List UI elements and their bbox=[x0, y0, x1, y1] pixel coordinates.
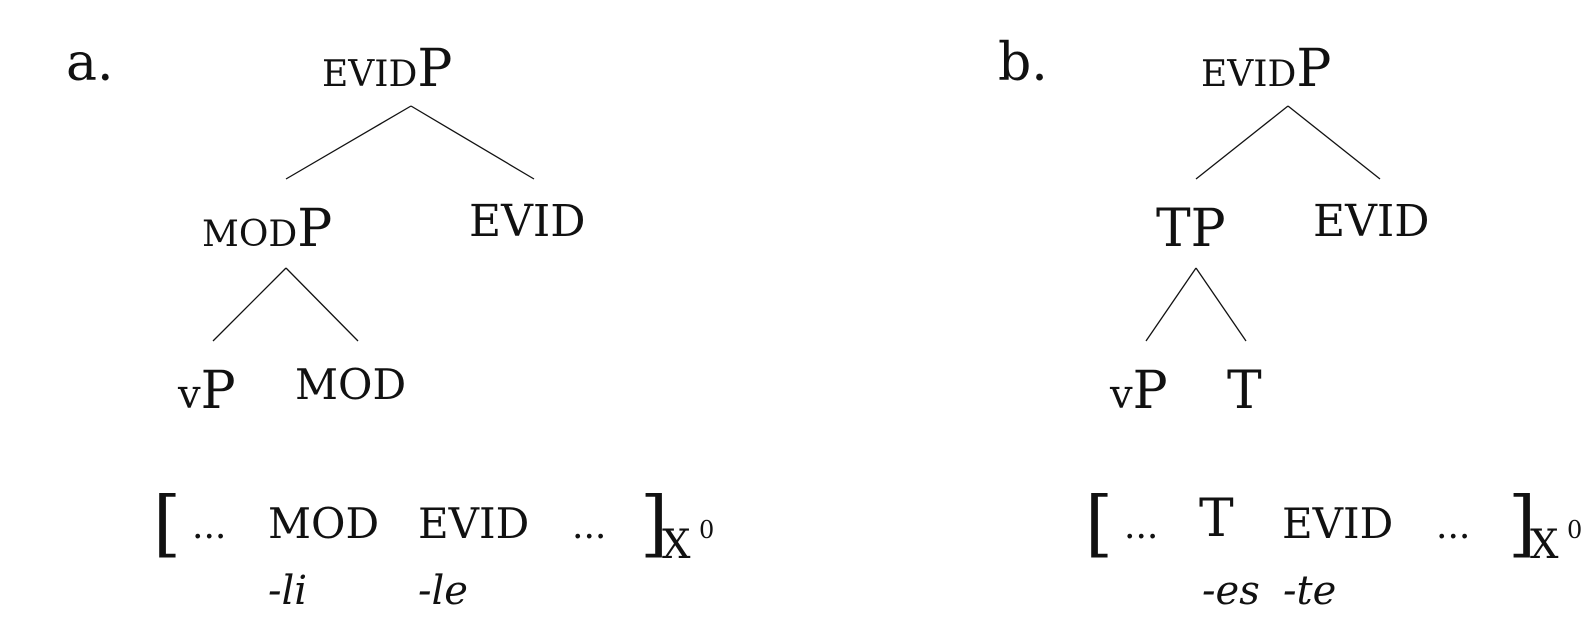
tree-a-edge-mod-right bbox=[285, 267, 359, 342]
tree-b-evid: EVID bbox=[1313, 196, 1430, 247]
tree-b-bracket-row: [ ... T EVID ... ] X 0 bbox=[1085, 481, 1582, 568]
tree-a-modp-head: MOD bbox=[202, 214, 297, 255]
tree-b-item-t: T bbox=[1199, 489, 1234, 549]
tree-b-root: EVIDP bbox=[1201, 39, 1331, 99]
tree-a-vp-p: P bbox=[201, 361, 236, 421]
tree-a-root: EVIDP bbox=[322, 39, 452, 99]
tree-b-vp-v: v bbox=[1109, 372, 1133, 418]
tree-b-sup-0: 0 bbox=[1567, 516, 1582, 544]
tree-a-gloss-li: -li bbox=[268, 568, 307, 614]
tree-a-edge-root-right bbox=[410, 105, 535, 180]
tree-a-modp: MODP bbox=[202, 199, 332, 259]
tree-b: b. EVIDP TP EVID vP T [ ... T EVID ... ]… bbox=[998, 33, 1582, 614]
tree-a-gloss-le: -le bbox=[418, 568, 468, 614]
tree-a-vp: vP bbox=[177, 361, 236, 421]
tree-a-evid: EVID bbox=[469, 196, 586, 247]
tree-a-sup-0: 0 bbox=[699, 516, 714, 544]
tree-b-bracket-close: ] bbox=[1508, 481, 1536, 565]
tree-b-sub-x: X bbox=[1530, 522, 1559, 568]
tree-b-gloss-es: -es bbox=[1202, 568, 1260, 614]
tree-a-sub-x: X bbox=[662, 522, 691, 568]
tree-b-bracket-open: [ bbox=[1085, 481, 1113, 565]
tree-b-edge-root-right bbox=[1287, 105, 1381, 180]
tree-a-bracket-open: [ bbox=[153, 481, 181, 565]
label-a: a. bbox=[66, 33, 114, 93]
tree-b-vp: vP bbox=[1109, 361, 1168, 421]
tree-b-edge-root-left bbox=[1195, 105, 1289, 180]
tree-a-mod: MOD bbox=[295, 360, 406, 409]
tree-b-gloss-te: -te bbox=[1283, 568, 1336, 614]
label-b: b. bbox=[998, 33, 1048, 93]
tree-b-root-head: EVID bbox=[1201, 54, 1296, 95]
tree-b-vp-p: P bbox=[1133, 361, 1168, 421]
tree-a-bracket-row: [ ... MOD EVID ... ] X 0 bbox=[153, 481, 714, 568]
tree-b-edge-tp-left bbox=[1145, 267, 1197, 342]
tree-a-item-mod: MOD bbox=[268, 499, 379, 548]
tree-b-dots1: ... bbox=[1124, 506, 1158, 547]
tree-b-t: T bbox=[1227, 361, 1262, 421]
tree-a-root-p: P bbox=[417, 39, 452, 99]
tree-a-vp-v: v bbox=[177, 372, 201, 418]
tree-a-edge-root-left bbox=[285, 105, 412, 180]
tree-a-item-evid: EVID bbox=[418, 499, 529, 548]
tree-b-edge-tp-right bbox=[1195, 267, 1247, 342]
tree-b-tp: TP bbox=[1156, 199, 1226, 259]
tree-a-modp-p: P bbox=[297, 199, 332, 259]
tree-a-bracket-close: ] bbox=[640, 481, 668, 565]
tree-b-root-p: P bbox=[1296, 39, 1331, 99]
tree-a-dots1: ... bbox=[192, 506, 226, 547]
tree-a-edge-mod-left bbox=[212, 267, 287, 342]
tree-a: a. EVIDP MODP EVID vP MOD [ ... MOD EVID… bbox=[66, 33, 714, 614]
tree-b-item-evid: EVID bbox=[1282, 499, 1393, 548]
tree-a-root-head: EVID bbox=[322, 54, 417, 95]
tree-a-dots2: ... bbox=[572, 506, 606, 547]
tree-b-dots2: ... bbox=[1436, 506, 1470, 547]
